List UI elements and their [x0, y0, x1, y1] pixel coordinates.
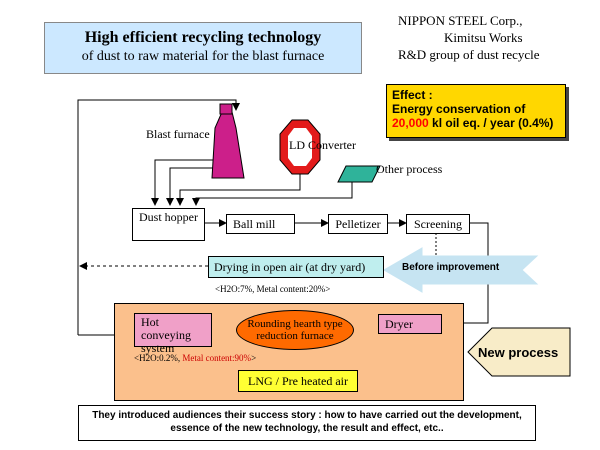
blast-furnace-label: Blast furnace: [146, 127, 210, 141]
before-improvement-label: Before improvement: [402, 262, 500, 273]
effect-box: Effect : Energy conservation of 20,000 k…: [386, 84, 566, 138]
other-process-label: Other process: [376, 162, 443, 176]
org-group: R&D group of dust recycle: [398, 47, 540, 62]
effect-line: Energy conservation of: [392, 102, 526, 116]
dryer-box: Dryer: [378, 314, 442, 334]
ball-mill-box: Ball mill: [226, 214, 295, 234]
dust-hopper-box: Dust hopper: [132, 208, 205, 241]
hot-conveying-box: Hot conveying system: [134, 313, 212, 355]
screening-box: Screening: [406, 214, 470, 234]
organization-block: NIPPON STEEL Corp., Kimitsu Works R&D gr…: [398, 12, 540, 63]
new-note-metal: Metal content:90%: [182, 353, 252, 363]
blast-furnace-icon: [211, 103, 245, 179]
effect-unit: kl oil eq. / year (0.4%): [428, 116, 554, 130]
org-works: Kimitsu Works: [444, 30, 523, 45]
new-process-label: New process: [478, 345, 559, 360]
new-note-prefix: <H2O:0.2%,: [134, 353, 183, 363]
title-box: High efficient recycling technology of d…: [44, 22, 362, 74]
title-sub: of dust to raw material for the blast fu…: [81, 49, 325, 64]
new-process-note: <H2O:0.2%, Metal content:90%>: [134, 353, 256, 363]
org-company: NIPPON STEEL Corp.,: [398, 13, 523, 28]
effect-amount-line: 20,000 kl oil eq. / year (0.4%): [392, 116, 560, 130]
effect-amount: 20,000: [392, 116, 429, 130]
other-process-icon: [337, 165, 381, 183]
ld-converter-label: LD Converter: [289, 138, 356, 152]
title-main: High efficient recycling technology: [84, 29, 322, 46]
new-note-suffix: >: [251, 353, 257, 363]
lng-preheated-air-box: LNG / Pre heated air: [238, 370, 358, 392]
before-note: <H2O:7%, Metal content:20%>: [215, 284, 331, 294]
effect-heading: Effect :: [392, 88, 433, 102]
drying-open-air-box: Drying in open air (at dry yard): [208, 256, 384, 278]
pelletizer-box: Pelletizer: [328, 214, 388, 234]
footer-note: They introduced audiences their success …: [78, 405, 536, 441]
reduction-furnace-ellipse: Rounding hearth type reduction furnace: [236, 310, 354, 350]
